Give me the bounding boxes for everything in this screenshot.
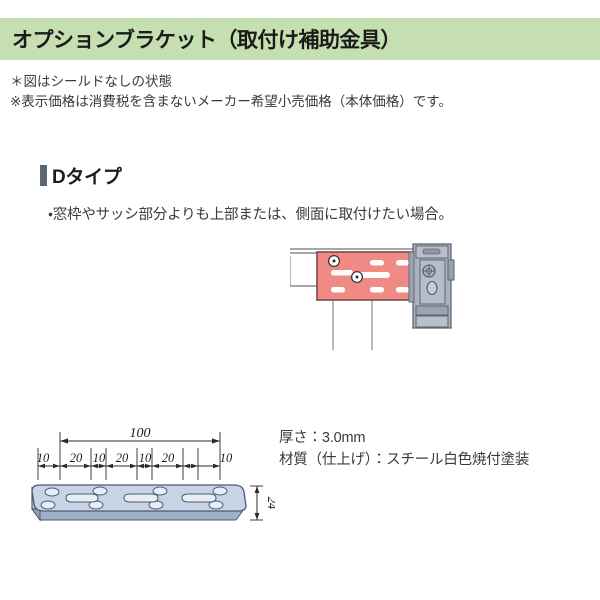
note-line-shield: ＊図はシールドなしの状態 — [10, 74, 172, 89]
segment-label-1: 10 — [37, 451, 50, 465]
mount-illustration-svg — [289, 243, 455, 350]
bracket-round-holes — [40, 486, 228, 510]
segment-dimensions: 10 20 10 20 10 20 10 — [37, 451, 233, 469]
spec-material: 材質（仕上げ）：スチール白色焼付塗装 — [279, 452, 530, 468]
page-header-band: オプションブラケット（取付け補助金具） — [0, 18, 600, 60]
bracket-oval-slots — [65, 493, 217, 503]
overall-dimension: 100 — [60, 426, 220, 444]
segment-label-4: 20 — [116, 451, 129, 465]
notes-block: ＊図はシールドなしの状態 ※表示価格は消費税を含まないメーカー希望小売価格（本体… — [10, 72, 590, 112]
fixing-screw-icon — [327, 254, 364, 284]
segment-label-2: 20 — [70, 451, 83, 465]
mount-illustration — [289, 240, 600, 350]
overall-dimension-label: 100 — [130, 426, 151, 441]
dimension-drawing-svg: 100 10 20 10 20 10 20 — [31, 426, 279, 522]
dimension-drawing: 100 10 20 10 20 10 20 — [10, 420, 279, 545]
type-heading: Dタイプ — [40, 162, 122, 189]
spec-block: 厚さ：3.0mm 材質（仕上げ）：スチール白色焼付塗装 — [279, 427, 529, 471]
type-heading-label: Dタイプ — [52, 167, 122, 188]
segment-label-3: 10 — [93, 451, 106, 465]
page-title: オプションブラケット（取付け補助金具） — [12, 29, 401, 52]
segment-label-7: 10 — [220, 451, 233, 465]
segment-label-5: 10 — [139, 451, 152, 465]
note-line-price: ※表示価格は消費税を含まないメーカー希望小売価格（本体価格）です。 — [10, 94, 452, 109]
mounting-hardware — [408, 243, 455, 329]
witness-lines — [37, 432, 221, 480]
segment-label-6: 20 — [162, 451, 175, 465]
height-dimension: 24 — [250, 485, 279, 521]
square-bullet-icon — [40, 165, 47, 186]
height-dimension-label: 24 — [265, 497, 275, 510]
bracket-plate-isometric — [31, 484, 247, 522]
type-description: ・窓枠やサッシ部分よりも上部または、側面に取付けたい場合。 — [48, 207, 453, 223]
spec-thickness: 厚さ：3.0mm — [279, 430, 366, 446]
